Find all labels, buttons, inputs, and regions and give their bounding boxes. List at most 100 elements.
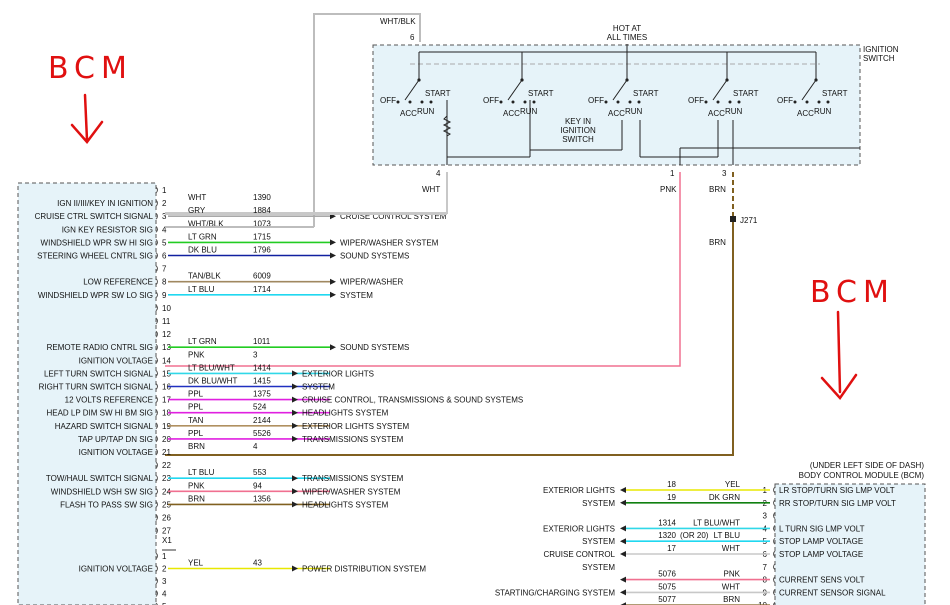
pin-number: 26 [162, 514, 171, 523]
destination-label: HEADLIGHTS SYSTEM [302, 409, 389, 418]
destination-label: CRUISE CONTROL [543, 550, 615, 559]
connector-pin-row: 7 [155, 265, 167, 274]
destination-label: SOUND SYSTEMS [340, 252, 409, 261]
pin-function-label: REMOTE RADIO CNTRL SIG [47, 343, 153, 352]
pos-acc-label: ACC [400, 109, 417, 118]
arrow-icon [620, 525, 626, 532]
pin-number: 27 [162, 527, 171, 536]
destination-label: TRANSMISSIONS SYSTEM [302, 435, 404, 444]
pos-acc-label: ACC [503, 109, 520, 118]
pin-function-label: RIGHT TURN SWITCH SIGNAL [39, 383, 154, 392]
svg-text:BCM: BCM [810, 275, 895, 310]
destination-label: STARTING/CHARGING SYSTEM [495, 588, 615, 597]
key-in-ignition-label: IGNITION [560, 126, 596, 135]
arrow-icon [292, 488, 298, 495]
wire-color: TAN/BLK [188, 272, 221, 281]
wire-color: LT GRN [188, 337, 217, 346]
pos-run-label: RUN [725, 107, 743, 116]
pos-run-label: RUN [625, 107, 643, 116]
wire-color: BRN [188, 494, 205, 503]
wht-wire [165, 172, 448, 214]
circuit-number: 1073 [253, 219, 271, 228]
destination-label: EXTERIOR LIGHTS [302, 369, 374, 378]
connector-pin-row: 12 [155, 330, 171, 339]
pin-function-label: STOP LAMP VOLTAGE [779, 537, 863, 546]
wire-color: PNK [188, 350, 205, 359]
pin-number: 24 [162, 487, 171, 496]
pin-number: 16 [162, 383, 171, 392]
pin-function-label: STOP LAMP VOLTAGE [779, 550, 863, 559]
connector-pin-row: 1 [155, 552, 167, 561]
circuit-number: 5526 [253, 429, 271, 438]
arrow-icon [620, 538, 626, 545]
arrow-icon [330, 344, 336, 351]
pin-number: 19 [162, 422, 171, 431]
arrow-icon [292, 475, 298, 482]
arrow-icon [620, 602, 626, 605]
destination-label: TRANSMISSIONS SYSTEM [302, 474, 404, 483]
pin-function-label: IGNITION VOLTAGE [79, 565, 153, 574]
arrow-icon [292, 501, 298, 508]
circuit-number: 5075 [658, 582, 676, 591]
wire-color: PPL [188, 429, 204, 438]
destination-label: SYSTEM [340, 291, 373, 300]
hot-at-all-times-label: HOT AT [613, 24, 641, 33]
pin-number: 4 [162, 225, 167, 234]
wire-color: LT BLU [714, 531, 741, 540]
destination-label: SYSTEM [582, 499, 615, 508]
circuit-number: 1414 [253, 363, 271, 372]
pin-function-label: HEAD LP DIM SW HI BM SIG [46, 409, 153, 418]
bcm-location: (UNDER LEFT SIDE OF DASH) [810, 461, 924, 470]
switch-out-wire-color: PNK [660, 185, 677, 194]
arrow-icon [292, 396, 298, 403]
bcm-title: BODY CONTROL MODULE (BCM) [799, 471, 925, 480]
brn-wire [165, 222, 734, 456]
destination-label: EXTERIOR LIGHTS SYSTEM [302, 422, 409, 431]
pin-function-label: CURRENT SENSOR SIGNAL [779, 588, 886, 597]
circuit-number: 43 [253, 559, 262, 568]
circuit-number: 524 [253, 403, 267, 412]
destination-label: SYSTEM [582, 563, 615, 572]
connector-pin-row: 22 [155, 461, 171, 470]
circuit-alt: (OR 20) [680, 531, 709, 540]
pos-off-label: OFF [380, 96, 396, 105]
ignition-switch-title: IGNITION [863, 45, 899, 54]
pin-number: 15 [162, 369, 171, 378]
svg-text:BCM: BCM [48, 51, 133, 86]
circuit-number: 5076 [658, 570, 676, 579]
bcm-pin-row: 9CURRENT SENSOR SIGNALWHT5075STARTING/CH… [495, 582, 886, 597]
pin-number: 12 [162, 330, 171, 339]
pin-number: 5 [162, 238, 167, 247]
pin-function-label: TOW/HAUL SWITCH SIGNAL [46, 474, 154, 483]
circuit-number: 1314 [658, 518, 676, 527]
connector-pin-row: 1 [155, 186, 167, 195]
wire-color: BRN [723, 595, 740, 604]
wire-color: LT BLU/WHT [188, 363, 235, 372]
destination-label: SYSTEM [582, 537, 615, 546]
destination-label: SOUND SYSTEMS [340, 343, 409, 352]
circuit-number: 1796 [253, 246, 271, 255]
switch-out-pin: 4 [436, 169, 441, 178]
destination-label: HEADLIGHTS SYSTEM [302, 500, 389, 509]
ignition-switch: IGNITION SWITCH HOT AT ALL TIMES WHT/BLK… [313, 13, 899, 247]
pin-function-label: RR STOP/TURN SIG LMP VOLT [779, 499, 896, 508]
pin-function-label: IGNITION VOLTAGE [79, 356, 153, 365]
circuit-number: 1356 [253, 494, 271, 503]
switch-out-pin: 3 [722, 169, 727, 178]
pin-function-label: HAZARD SWITCH SIGNAL [55, 422, 154, 431]
arrow-icon [330, 239, 336, 246]
circuit-number: 17 [667, 544, 676, 553]
